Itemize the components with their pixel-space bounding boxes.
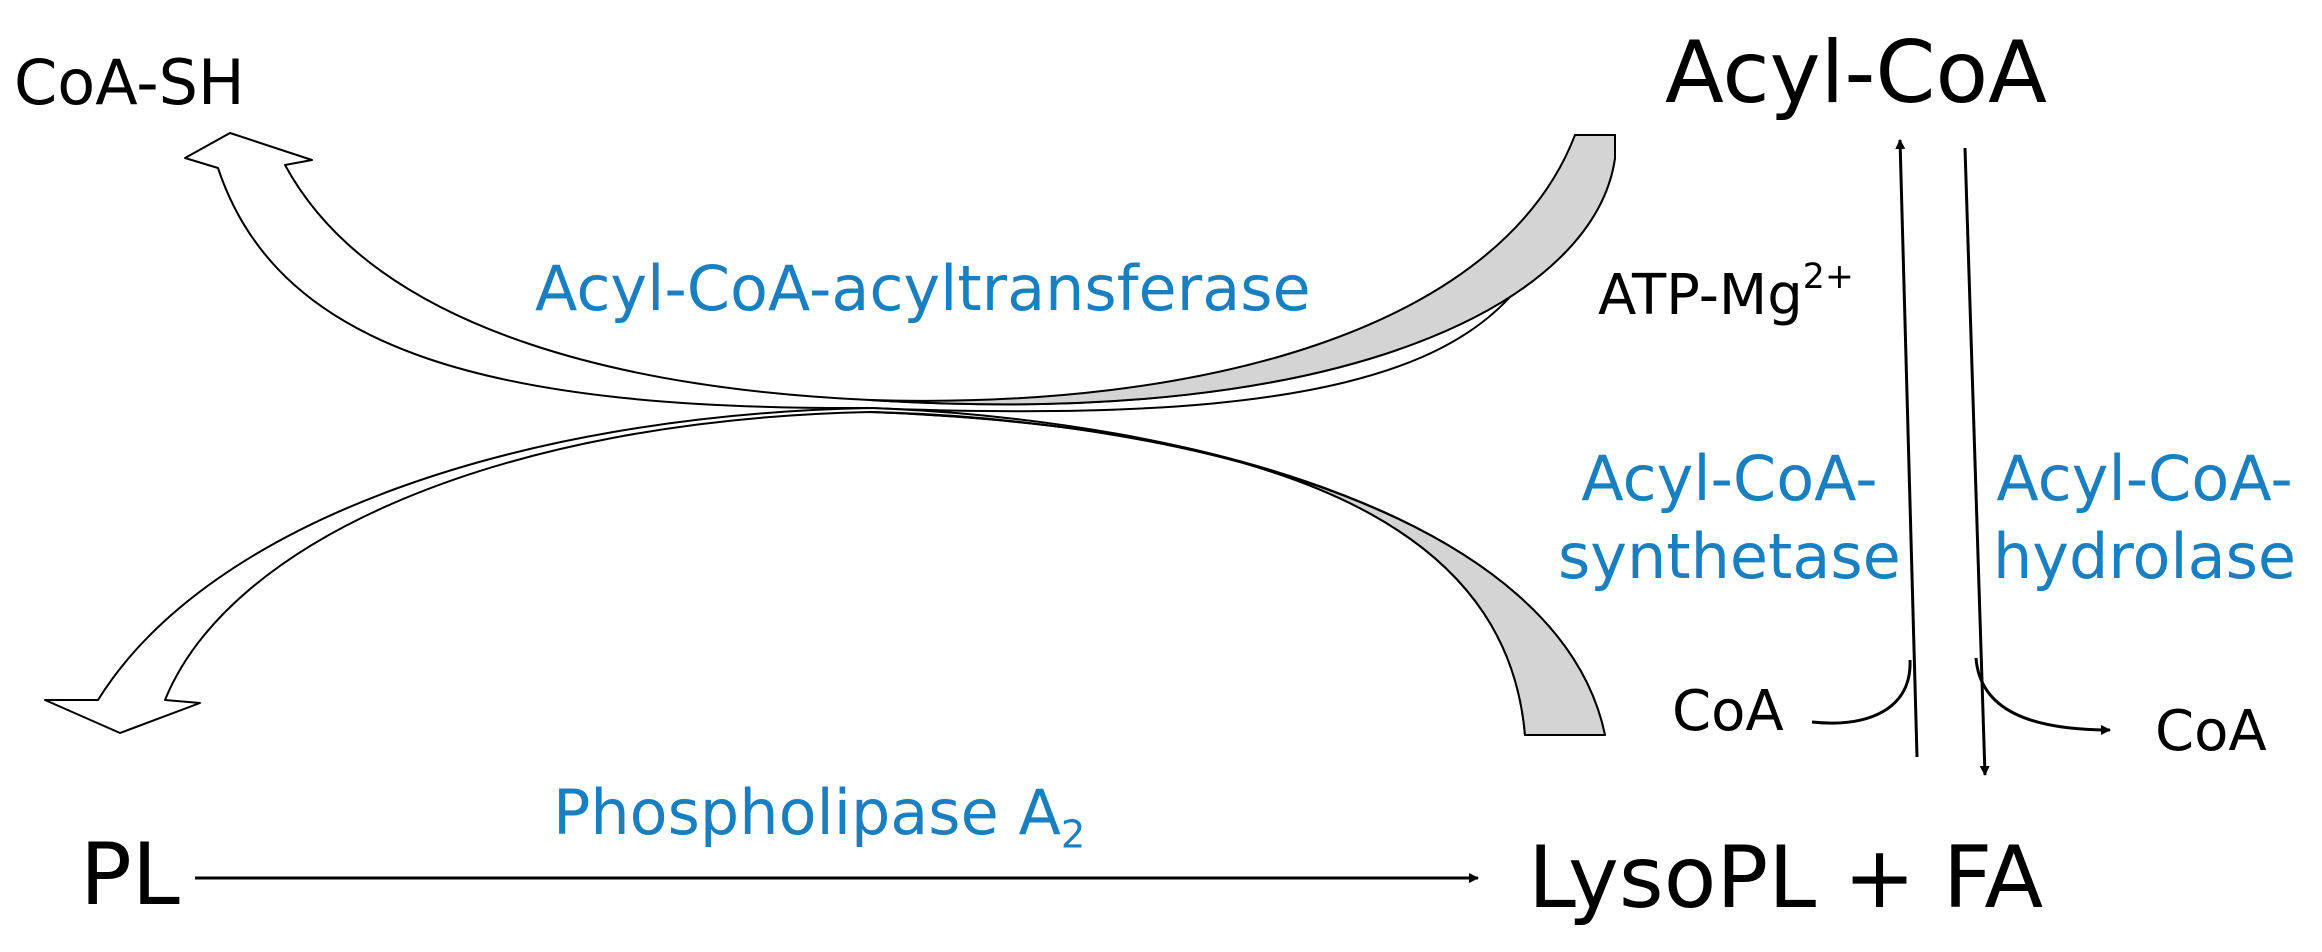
phospholipase-label: Phospholipase A2 (553, 776, 1086, 858)
lysopl-fa-label: LysoPL + FA (1528, 828, 2044, 928)
synthetase-arrow-up (1895, 139, 1919, 758)
hydrolase-label: Acyl-CoA-hydrolase (1993, 442, 2297, 593)
atp-mg-superscript: 2+ (1802, 256, 1854, 297)
coa-out-curve (1974, 657, 2111, 735)
coa-right-label: CoA (2155, 699, 2267, 764)
coa-in-curve (1811, 659, 1912, 725)
acyltransferase-label: Acyl-CoA-acyltransferase (535, 252, 1311, 325)
coa-sh-label: CoA-SH (14, 46, 245, 119)
atp-mg-label: ATP-Mg2+ (1598, 256, 1854, 328)
synthetase-label: Acyl-CoA-synthetase (1558, 442, 1901, 593)
lysopl-to-pl-arrow (44, 407, 1606, 736)
acyltransferase-band-shaded (869, 134, 1616, 406)
lysopl-band-shaded (869, 411, 1606, 736)
coa-left-label: CoA (1672, 679, 1784, 744)
pl-label: PL (80, 825, 180, 925)
acyl-coa-label: Acyl-CoA (1665, 23, 2047, 123)
hydrolase-arrow-down (1963, 147, 1990, 776)
phospholipase-subscript: 2 (1060, 812, 1086, 858)
